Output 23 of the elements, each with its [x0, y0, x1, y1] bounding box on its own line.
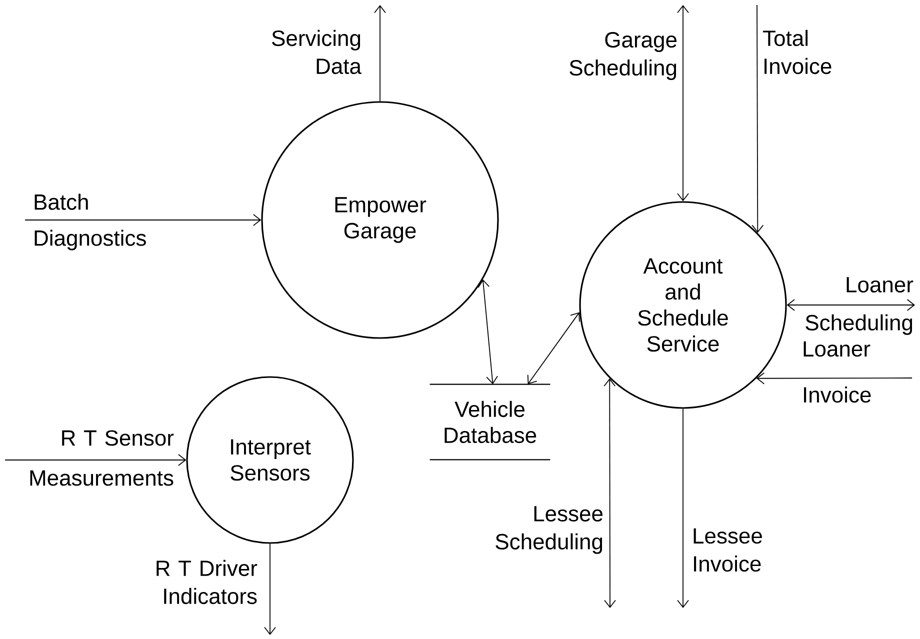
arrow	[677, 408, 689, 608]
arrow	[374, 5, 386, 102]
arrow	[786, 299, 915, 311]
edge-label: Loaner Scheduling	[806, 277, 914, 335]
edge-label: Batch Diagnostics	[34, 194, 146, 250]
edge-label: Garage Scheduling	[570, 32, 677, 80]
arrow	[4, 454, 186, 466]
edge-label: Total Invoice	[763, 30, 832, 74]
data-store: Vehicle Database	[430, 384, 550, 460]
edge-label: Loaner Invoice	[804, 341, 871, 403]
arrow	[24, 214, 262, 226]
arrow	[756, 372, 912, 384]
edge-label: R T Sensor Measurements	[30, 430, 174, 486]
arrow	[604, 378, 616, 608]
arrow	[752, 4, 764, 233]
edge-label: Servicing Data	[272, 30, 362, 74]
edge-label: R T Driver Indicators	[156, 560, 258, 604]
arrow	[264, 543, 276, 635]
arrow	[527, 312, 580, 384]
edge-label: Lessee Scheduling	[496, 506, 603, 554]
arrow	[677, 5, 689, 202]
edge-label: Lessee Invoice	[694, 528, 762, 572]
arrow	[478, 279, 498, 384]
